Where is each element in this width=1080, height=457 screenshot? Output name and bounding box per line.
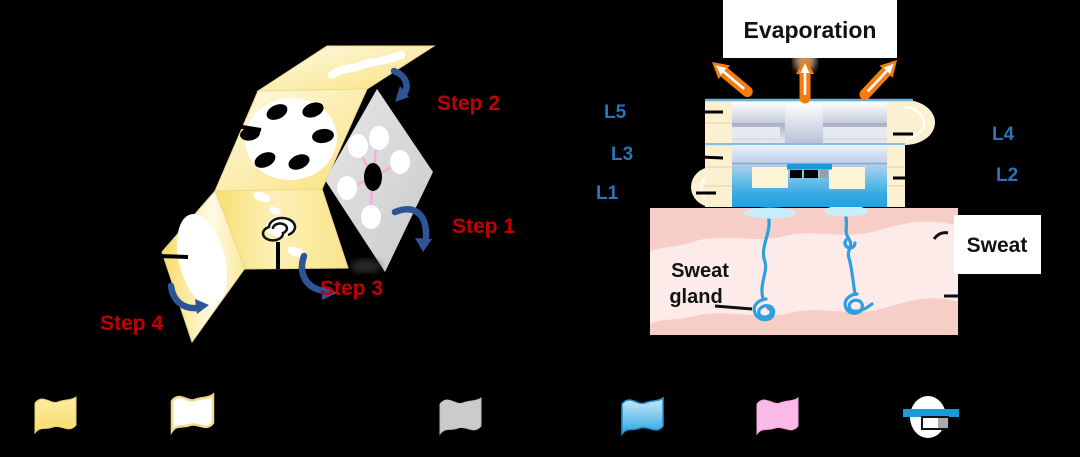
blue-hydrogel-swatch [621,396,664,437]
folded-device-stack [691,98,936,207]
panel-shadow [350,259,382,273]
oval-window [176,214,228,306]
evaporation-arrow-right [859,60,897,100]
sweat-glands [752,211,874,322]
fold-arrowheads [195,86,432,314]
evaporation-label-box [723,0,897,58]
sensor-pad-2 [804,170,818,178]
spiral-electrode [261,216,297,242]
fold-tick [159,254,189,259]
evaporation-hole-panel [214,88,368,192]
evaporation-label: Evaporation [744,17,877,43]
sweat-label-box [954,215,1041,274]
layer-label-l4: L4 [992,124,1015,145]
step-1-label: Step 1 [452,215,515,238]
sensor-pad-1 [790,170,802,178]
layer-label-l2: L2 [996,165,1018,186]
layer-label-l5: L5 [604,102,627,123]
step-3-arrow [298,252,328,295]
legend-row [34,392,959,438]
sweat-gland-label-group: Sweat gland [669,260,753,311]
sensor-swatch-bar [903,409,959,417]
layer-label-l3: L3 [611,144,633,165]
pink-layer-swatch [756,396,799,436]
sensor-chip [787,164,832,178]
skin-block [650,208,958,335]
cream-window-left [752,167,788,188]
step-3-label: Step 3 [320,277,383,300]
sensor-chip-swatch [903,396,959,438]
fold-tick [235,124,262,132]
white-layer-swatch [170,392,215,435]
panel-slots [253,191,305,258]
reservoir-dots [337,126,410,229]
sweat-gland-pointer [714,304,753,311]
yellow-layer-swatch [34,395,77,435]
sweat-duct-left [760,213,771,301]
gray-sensing-panel [325,89,433,273]
vent-slit [328,52,402,79]
step-2-arrow [390,67,410,98]
sensor-pad-3 [820,170,828,178]
dermis-band-bottom [650,298,958,335]
evaporation-arrows [712,58,897,104]
sensor-swatch-pad [938,418,948,428]
fold-arrows [167,67,430,312]
duct-loop [843,238,857,250]
sweat-gland-coil-right [843,292,874,315]
gray-layer-swatch [439,396,482,436]
step-2-label: Step 2 [437,92,500,115]
evaporation-arrow-left [712,62,753,98]
origami-assembly-diagram: Step 1 Step 2 Step 3 Step 4 [100,45,515,344]
vapor-channel [785,102,823,143]
l4-window-left [732,127,780,138]
sweat-pointer [932,231,949,240]
sweat-pool-right [824,205,868,217]
on-skin-cross-section: Evaporation L5 L3 L1 L4 L2 Sweat gland S… [596,0,1041,335]
l4-window-right [823,127,887,138]
sweat-pool-left [744,207,796,219]
evaporation-arrow-middle [796,58,814,104]
sweat-label: Sweat [967,234,1028,257]
cream-window-right [829,167,865,189]
sweat-gland-coil-left [752,297,776,322]
sweat-gland-label-line2: gland [669,286,722,308]
dermis-band-top [650,208,958,252]
spiral-electrode-panel [214,188,349,270]
l3-tick [700,155,724,160]
step-4-label: Step 4 [100,312,163,335]
sweat-label-group: Sweat [932,215,1041,298]
layer-ticks [696,110,913,195]
center-inlet [364,163,382,191]
step-1-arrow [391,206,430,242]
right-fold-highlight [902,105,926,141]
step-4-arrow [167,282,201,312]
sweat-gland-label-line1: Sweat [671,260,729,282]
vent-dot [397,51,405,59]
sensor-bar [787,164,832,170]
layer-label-l1: L1 [596,183,619,204]
